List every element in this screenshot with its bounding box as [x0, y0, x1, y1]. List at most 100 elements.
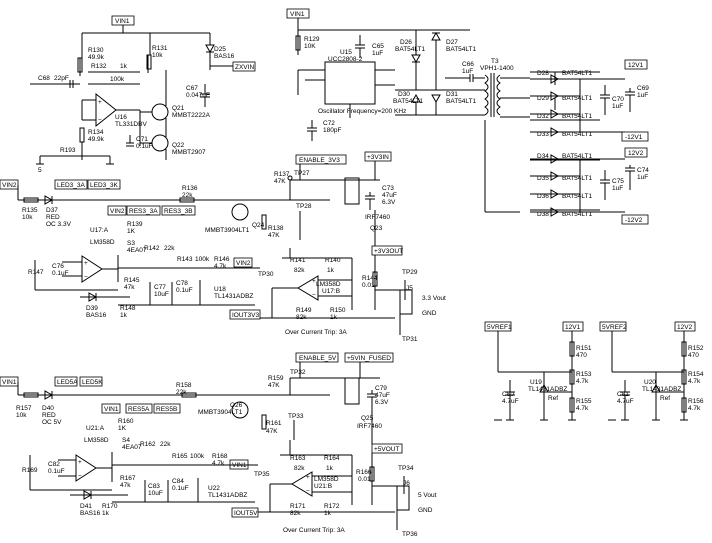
net-vin2-c-label: VIN2: [236, 260, 251, 267]
net-vin2-b-label: VIN2: [110, 208, 125, 215]
supply-3v3: VIN2 LED3_3A LED3_3K R135 10k D37 RED OC…: [0, 151, 446, 343]
u17b-value: LM358D: [316, 281, 341, 288]
q22-label: Q22: [172, 142, 185, 149]
net-led3-3k: [87, 179, 121, 190]
net-vin1-a-label: VIN1: [2, 379, 17, 386]
c80-value: 4.7uF: [502, 398, 519, 405]
q26-value: MMBT3904LT1: [198, 409, 243, 416]
net-led3-3k-label: LED3_3K: [90, 182, 118, 189]
r171-label: R171: [290, 503, 306, 510]
net-3v3out-label: +3V3OUT: [374, 248, 403, 255]
r142-value: 22k: [164, 245, 175, 252]
c82-value: 0.1uF: [48, 468, 65, 475]
net-5vout-label: +5VOUT: [374, 446, 399, 453]
net-m12v2: [621, 214, 649, 225]
r172-value: 1k: [324, 510, 332, 517]
c69-value: 1uF: [637, 92, 648, 99]
c76-label: C76: [52, 263, 64, 270]
c73-value: 47uF: [382, 192, 397, 199]
d36-label: D36: [537, 193, 549, 200]
j6-label: J6: [403, 480, 410, 487]
c72-label: C72: [323, 120, 335, 127]
oct1-note: Over Current Trip: 3A: [285, 329, 347, 336]
q21-value: MMBT2222A: [172, 112, 211, 119]
d40-note: OC 5V: [42, 419, 62, 426]
c83-value: 10uF: [148, 490, 163, 497]
s4-label: S4: [122, 437, 130, 444]
r159-value: 47K: [268, 382, 280, 389]
r157-label: R157: [16, 405, 32, 412]
r170-value: 1k: [102, 510, 110, 517]
net-enable-5v: [295, 352, 339, 363]
r136-value: 22k: [182, 192, 193, 199]
r143-value: 100k: [195, 256, 210, 263]
svg-text:−: −: [84, 274, 88, 281]
svg-text:5: 5: [38, 167, 42, 174]
c73-label: C73: [382, 185, 394, 192]
net-5vout: [371, 443, 403, 454]
c72-value: 180pF: [323, 127, 341, 134]
driver-section: VIN1 R130 49.9k R131 10k R132 1k 100k D2…: [30, 15, 256, 174]
u21b-value: LM358D: [314, 476, 339, 483]
tp27-label: TP27: [294, 170, 310, 177]
c68-label: C68: [38, 75, 50, 82]
c77-value: 10uF: [154, 291, 169, 298]
net-12v2-b: [674, 321, 696, 332]
d31-value: BAT54LT1: [446, 98, 476, 105]
net-vin2-b: [107, 205, 127, 216]
u20-value: TL1431ADBZ: [642, 386, 681, 393]
vout33-label: 3.3 Vout: [422, 295, 446, 302]
c73-note: 6.3V: [382, 199, 396, 206]
q22-value: MMBT2907: [172, 149, 206, 156]
d34-label: D34: [537, 153, 549, 160]
net-vin1-top-right-label: VIN1: [290, 11, 305, 18]
oscillator-note: Oscillator Frequency=200 KHz: [318, 108, 406, 115]
r136-label: R136: [182, 185, 198, 192]
s3-value: 4EA07: [127, 247, 147, 254]
d36-value: BAT54LT1: [562, 193, 592, 200]
d32-label: D32: [537, 113, 549, 120]
c75-label: C75: [612, 178, 624, 185]
net-12v2-label: 12V2: [628, 150, 644, 157]
svg-text:−: −: [306, 488, 310, 495]
r150-label: R150: [330, 307, 346, 314]
r162-value: 22k: [160, 441, 171, 448]
net-iout3v3: [229, 309, 261, 320]
c84-value: 0.1uF: [172, 485, 189, 492]
net-12v2-b-label: 12V2: [677, 324, 693, 331]
net-vin1-a: [0, 376, 19, 387]
net-12v2: [624, 147, 648, 158]
net-5vref2: [599, 321, 627, 332]
c66-label: C66: [462, 61, 474, 68]
r168-label: R168: [212, 453, 228, 460]
r160-value: 1K: [118, 425, 127, 432]
r157-value: 10k: [16, 412, 27, 419]
net-12v1-label: 12V1: [628, 62, 644, 69]
r138-value: 47K: [268, 232, 280, 239]
s4-value: 4EA07: [122, 444, 142, 451]
r139-label: R139: [127, 221, 143, 228]
net-res3-3a: [126, 205, 161, 216]
s3-label: S3: [127, 240, 135, 247]
net-led3-3a-label: LED3_3A: [57, 182, 85, 189]
c70-value: 1uF: [612, 103, 623, 110]
d32-value: BAT54LT1: [562, 113, 592, 120]
q25-value: IRF7460: [357, 423, 382, 430]
tp30-label: TP30: [258, 271, 274, 278]
r160-label: R160: [118, 418, 134, 425]
tp32-label: TP32: [290, 369, 306, 376]
u17b-label: U17:B: [322, 288, 340, 295]
u15-label: U15: [340, 49, 352, 56]
net-5vref2-label: 5VREF2: [602, 324, 627, 331]
net-vin2-c: [233, 257, 253, 268]
r166-label: R166: [356, 469, 372, 476]
r148-value: 1k: [120, 312, 128, 319]
r145-label: R145: [124, 277, 140, 284]
r154-label: R154: [688, 371, 704, 378]
c67-value: 0.047uF: [186, 92, 210, 99]
net-enable-3v3: [295, 154, 347, 165]
reference-section: 5VREF1 12V1 5VREF2 12V2 R151 470 R152 47…: [484, 321, 704, 421]
d41-value: BAS16: [80, 510, 101, 517]
r151-label: R151: [576, 345, 592, 352]
